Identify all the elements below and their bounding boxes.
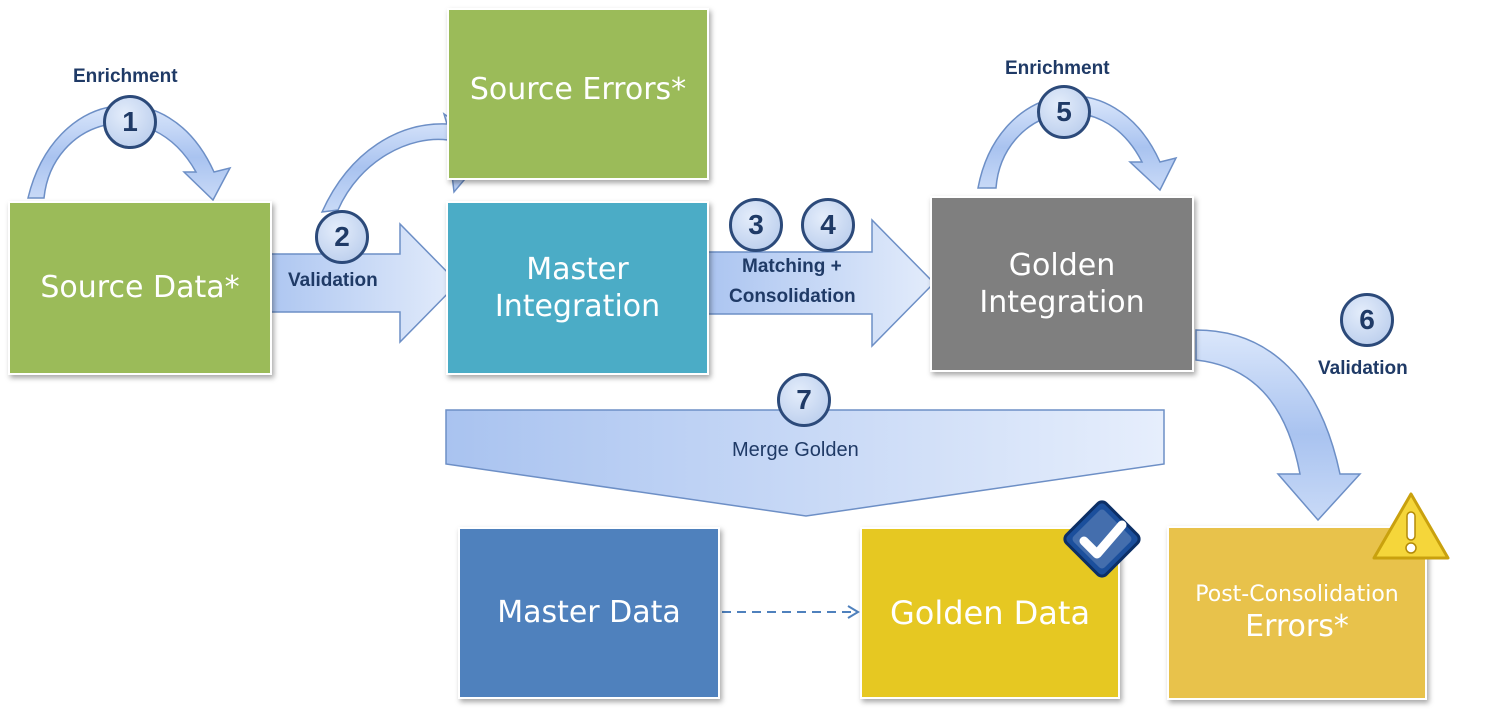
- post-validation-arrow: [1195, 329, 1362, 522]
- enrichment-loop-arrow-1: [27, 104, 232, 202]
- dashed-connector-head: [847, 605, 860, 619]
- master-integration-box: Master Integration: [446, 201, 709, 375]
- source-errors-box: Source Errors*: [447, 8, 709, 180]
- warning-icon: [1372, 492, 1450, 560]
- master-integration-line2: Integration: [494, 289, 661, 324]
- matching-label-line1: Matching +: [742, 256, 842, 277]
- golden-data-box: Golden Data: [860, 527, 1120, 699]
- checkmark-icon: [1063, 500, 1141, 578]
- step-badge-3: 3: [729, 198, 783, 252]
- post-consolidation-line1: Post-Consolidation: [1195, 581, 1399, 607]
- step-badge-4: 4: [801, 198, 855, 252]
- validation-straight-arrow: [253, 222, 460, 344]
- post-consolidation-line2: Errors*: [1245, 609, 1349, 644]
- matching-arrow: [697, 218, 936, 348]
- source-data-label: Source Data*: [40, 270, 240, 306]
- validation-label-2: Validation: [288, 270, 378, 291]
- enrichment-label-5: Enrichment: [1005, 58, 1110, 79]
- matching-label-line2: Consolidation: [729, 286, 856, 307]
- golden-data-label: Golden Data: [889, 594, 1091, 632]
- step-badge-7: 7: [777, 373, 831, 427]
- merge-golden-label: Merge Golden: [732, 439, 859, 461]
- master-integration-line1: Master: [526, 251, 629, 287]
- golden-integration-line2: Integration: [979, 285, 1145, 320]
- step-badge-6: 6: [1340, 293, 1394, 347]
- enrichment-loop-arrow-5: [977, 95, 1178, 192]
- golden-integration-line1: Golden: [1008, 247, 1116, 283]
- merge-golden-arrow: [445, 409, 1165, 517]
- golden-integration-box: Golden Integration: [930, 196, 1194, 372]
- validation-label-6: Validation: [1318, 358, 1408, 379]
- step-badge-5: 5: [1037, 85, 1091, 139]
- master-data-box: Master Data: [458, 527, 720, 699]
- source-errors-label: Source Errors*: [469, 72, 687, 108]
- enrichment-label-1: Enrichment: [73, 66, 178, 87]
- step-badge-2: 2: [315, 210, 369, 264]
- source-data-box: Source Data*: [8, 201, 272, 375]
- master-data-label: Master Data: [497, 595, 681, 631]
- step-badge-1: 1: [103, 95, 157, 149]
